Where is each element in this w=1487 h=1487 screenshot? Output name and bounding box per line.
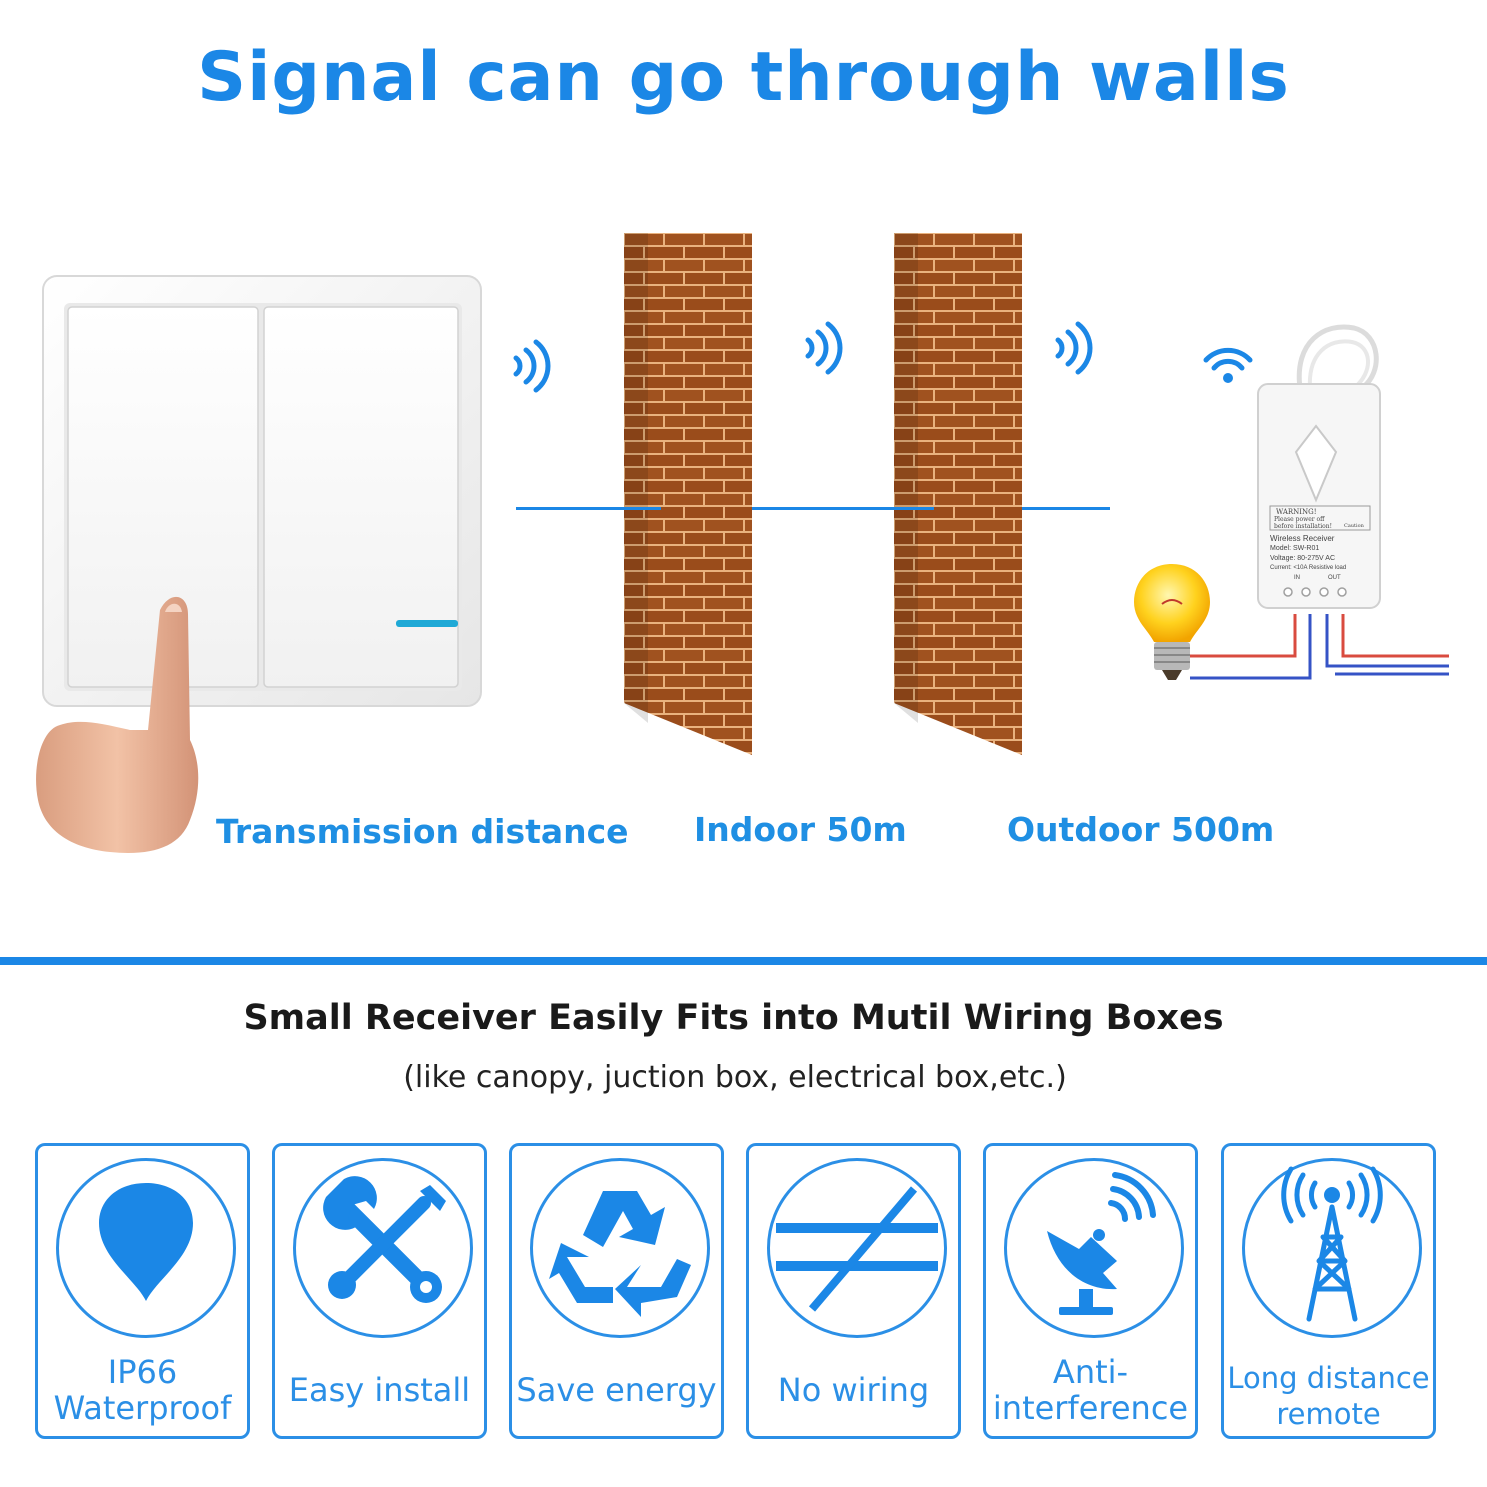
finger-hand: [30, 590, 210, 860]
headline: Signal can go through walls: [197, 38, 1290, 117]
feature-label-line1: Save energy: [516, 1371, 717, 1409]
signal-line: [1022, 507, 1110, 510]
feature-card-long-distance: Long distance remote: [1221, 1143, 1436, 1439]
feature-label-line1: No wiring: [777, 1371, 930, 1409]
signal-wave-icon: [508, 338, 552, 394]
satellite-dish-icon: [1047, 1172, 1156, 1315]
no-wiring-icon: [776, 1186, 938, 1312]
feature-icon-circle: [767, 1158, 947, 1338]
feature-label-line1: Easy install: [288, 1371, 471, 1409]
feature-label: Save energy: [512, 1372, 721, 1408]
feature-label-line1: Anti-: [1052, 1353, 1129, 1391]
indoor-distance: Indoor 50m: [694, 810, 907, 849]
feature-label-line2: remote: [1276, 1397, 1381, 1431]
receiver-name: Wireless Receiver: [1270, 534, 1335, 543]
transmission-distance-label: Transmission distance: [216, 812, 629, 851]
feature-card-waterproof: IP66 Waterproof: [35, 1143, 250, 1439]
feature-icon-circle: [1242, 1158, 1422, 1338]
feature-label-line2: interference: [992, 1389, 1189, 1427]
light-bulb-icon: [1132, 562, 1212, 686]
feature-card-easy-install: Easy install: [272, 1143, 487, 1439]
receiver-warning-line2: before installation!: [1274, 523, 1333, 530]
feature-icon-circle: [56, 1158, 236, 1338]
feature-label-line2: Waterproof: [53, 1389, 232, 1427]
feature-label: Easy install: [275, 1372, 484, 1408]
signal-wave-icon: [1050, 320, 1094, 376]
signal-wave-icon: [800, 320, 844, 376]
feature-label: No wiring: [749, 1372, 958, 1408]
recycle-icon: [549, 1191, 691, 1317]
feature-icon-circle: [1004, 1158, 1184, 1338]
feature-label-line1: Long distance: [1227, 1361, 1430, 1395]
section-note: (like canopy, juction box, electrical bo…: [403, 1060, 1067, 1095]
signal-line: [752, 507, 934, 510]
wiring: [1185, 606, 1455, 686]
signal-line: [516, 507, 661, 510]
feature-label-line1: IP66: [107, 1353, 178, 1391]
receiver-warning-line1: Please power off: [1274, 516, 1325, 523]
section-divider: [0, 957, 1487, 965]
brick-wall: [624, 233, 752, 755]
section-title: Small Receiver Easily Fits into Mutil Wi…: [243, 998, 1224, 1038]
feature-label: Long distance remote: [1224, 1360, 1433, 1432]
receiver-out: OUT: [1328, 575, 1341, 581]
outdoor-distance: Outdoor 500m: [1007, 810, 1275, 849]
feature-label: Anti- interference: [986, 1354, 1195, 1426]
wall-switch: [42, 275, 482, 707]
receiver-caution: Caution: [1344, 523, 1364, 529]
receiver-warning-title: WARNING!: [1276, 508, 1317, 516]
feature-card-no-wiring: No wiring: [746, 1143, 961, 1439]
receiver-voltage: Voltage: 80-275V AC: [1270, 555, 1335, 562]
brick-wall: [894, 233, 1022, 755]
wrench-screwdriver-icon: [323, 1176, 446, 1303]
feature-card-anti-interference: Anti- interference: [983, 1143, 1198, 1439]
signal-tower-icon: [1281, 1166, 1383, 1322]
feature-card-save-energy: Save energy: [509, 1143, 724, 1439]
feature-icon-circle: [530, 1158, 710, 1338]
receiver-in: IN: [1294, 575, 1300, 581]
wifi-icon: [1200, 346, 1256, 386]
feature-label: IP66 Waterproof: [38, 1354, 247, 1426]
water-drop-icon: [99, 1183, 193, 1301]
receiver-current: Current: <10A Resistive load: [1270, 565, 1347, 571]
feature-icon-circle: [293, 1158, 473, 1338]
wireless-receiver: WARNING! Please power off before install…: [1254, 322, 1384, 612]
receiver-model: Model: SW-R01: [1270, 545, 1320, 552]
